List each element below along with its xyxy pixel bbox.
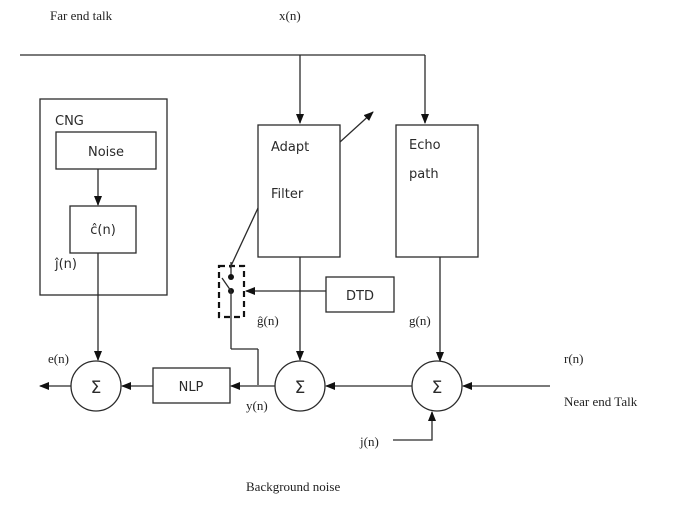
dtd-block — [325, 276, 395, 313]
background-noise-label: Background noise — [246, 479, 340, 494]
nlp-label: NLP — [179, 380, 204, 395]
c-hat-block — [69, 205, 137, 254]
echo-cancel-summer-symbol: Σ — [295, 378, 306, 398]
c-hat-label: ĉ(n) — [90, 223, 116, 238]
echo-path-block — [395, 124, 479, 258]
g-hat-label: ĝ(n) — [257, 313, 279, 328]
x-n-label: x(n) — [279, 8, 301, 23]
far-end-talk-label: Far end talk — [50, 8, 113, 23]
nlp-block — [152, 367, 231, 404]
near-end-summer-symbol: Σ — [432, 378, 443, 398]
adapt-filter-label-2: Filter — [271, 187, 304, 202]
adapt-filter-block — [257, 124, 341, 258]
r-n-label: r(n) — [564, 351, 584, 366]
switch-control-line — [229, 207, 259, 269]
g-label: g(n) — [409, 313, 431, 328]
adaptation-arrow — [339, 111, 374, 143]
j-n-label: j(n) — [359, 434, 379, 449]
near-end-talk-label: Near end Talk — [564, 394, 638, 409]
output-summer-symbol: Σ — [91, 378, 102, 398]
dtd-label: DTD — [346, 289, 374, 304]
e-n-label: e(n) — [48, 351, 69, 366]
switch-lever — [221, 277, 232, 292]
adapt-filter-label-1: Adapt — [271, 140, 309, 155]
cng-label: CNG — [55, 114, 84, 129]
echo-path-label-2: path — [409, 167, 439, 182]
switch-contact-top — [228, 274, 234, 280]
echo-path-label-1: Echo — [409, 138, 441, 153]
background-noise-arrow — [393, 411, 436, 441]
y-n-label: y(n) — [246, 398, 268, 413]
noise-label: Noise — [88, 145, 124, 160]
j-hat-label: ĵ(n) — [54, 257, 77, 272]
noise-block — [55, 131, 157, 170]
